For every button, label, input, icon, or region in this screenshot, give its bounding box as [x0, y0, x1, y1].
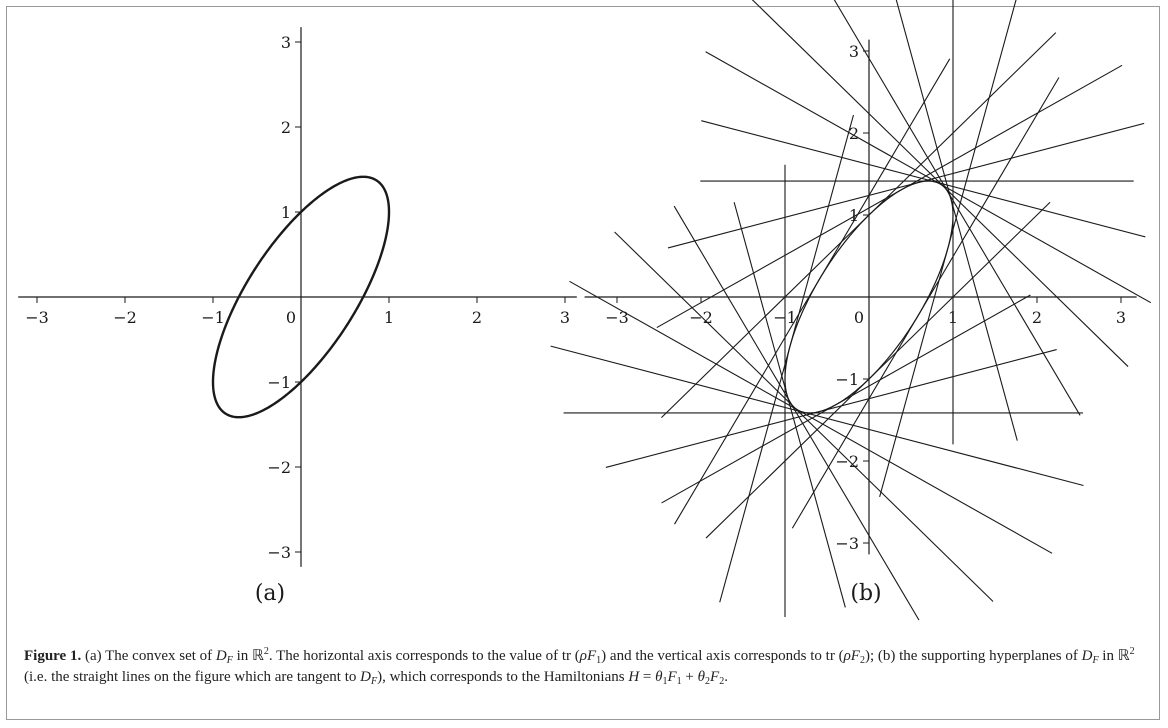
caption-text-1: (a) The convex set of — [81, 648, 216, 664]
supporting-hyperplane — [719, 114, 855, 603]
x-tick-label: 3 — [560, 308, 570, 327]
y-tick-label: 1 — [849, 206, 859, 225]
caption-space-sup: 2 — [263, 646, 269, 657]
supporting-hyperplane — [661, 294, 1031, 504]
x-tick-label: 2 — [1032, 308, 1042, 327]
caption-label: Figure 1. — [24, 648, 82, 664]
caption-f: F — [587, 648, 597, 664]
y-tick-label: 3 — [849, 42, 859, 61]
caption-space-sup-2: 2 — [1129, 646, 1135, 657]
caption-set-sub-3: F — [371, 676, 378, 687]
y-tick-label: 1 — [281, 203, 291, 222]
caption-rho: ρ — [579, 648, 587, 664]
caption-theta-2: θ — [697, 669, 706, 685]
supporting-hyperplane — [667, 122, 1145, 249]
supporting-hyperplane — [701, 120, 1146, 238]
supporting-hyperplane — [661, 32, 1057, 419]
caption-f1-sub: 1 — [596, 655, 602, 666]
y-tick-label: −2 — [267, 458, 291, 477]
caption-text-3: . The horizontal axis corresponds to the… — [268, 648, 580, 664]
y-tick-label: −3 — [267, 543, 291, 562]
caption-space: ℝ — [252, 648, 264, 664]
x-tick-label: 3 — [1116, 308, 1126, 327]
caption-f1-sub-2: 1 — [676, 676, 682, 687]
caption-text-4: ) and the vertical axis corresponds to t… — [601, 648, 844, 664]
x-tick-label: −3 — [25, 308, 49, 327]
x-tick-label: 2 — [472, 308, 482, 327]
supporting-hyperplane — [895, 0, 1018, 441]
y-tick-label: −2 — [835, 452, 859, 471]
y-tick-label: −3 — [835, 534, 859, 553]
x-tick-label: 1 — [384, 308, 394, 327]
panel-a-label: (a) — [255, 581, 285, 606]
supporting-hyperplane — [791, 77, 1060, 529]
caption-text-6: (i.e. the straight lines on the figure w… — [24, 669, 361, 685]
caption-f2-sub: 2 — [859, 655, 865, 666]
supporting-hyperplane — [605, 349, 1057, 468]
caption-h: H — [628, 669, 640, 685]
caption-f-3: F — [667, 669, 677, 685]
caption-end: . — [724, 669, 728, 685]
y-tick-label: 2 — [849, 124, 859, 143]
caption-text-5: ); (b) the supporting hyperplanes of — [864, 648, 1082, 664]
supporting-hyperplane — [656, 64, 1123, 329]
y-tick-label: 2 — [281, 118, 291, 137]
caption-set-sub-2: F — [1092, 655, 1099, 666]
x-tick-label: 0 — [286, 308, 296, 327]
y-tick-label: 3 — [281, 33, 291, 52]
supporting-hyperplane — [674, 58, 951, 525]
caption-theta2-sub: 2 — [705, 676, 711, 687]
caption-set-sub: F — [226, 655, 233, 666]
caption-f-2: F — [850, 648, 860, 664]
supporting-hyperplane — [879, 0, 1017, 498]
caption-text-2: in — [232, 648, 253, 664]
convex-set-boundary — [211, 175, 391, 419]
caption-f-4: F — [710, 669, 720, 685]
caption-set-symbol-2: D — [1081, 648, 1093, 664]
y-tick-label: −1 — [267, 373, 291, 392]
caption-plus: + — [681, 669, 698, 685]
x-tick-label: −1 — [201, 308, 225, 327]
caption-rho-2: ρ — [843, 648, 851, 664]
caption-space-2: ℝ — [1117, 648, 1130, 664]
supporting-hyperplane — [614, 231, 994, 602]
x-tick-label: −2 — [113, 308, 137, 327]
caption-theta-1: θ — [655, 669, 663, 685]
caption-set-symbol: D — [215, 648, 227, 664]
figure-caption: Figure 1. (a) The convex set of DF in ℝ2… — [24, 646, 1144, 688]
caption-f2-sub-2: 2 — [719, 676, 725, 687]
supporting-hyperplane — [751, 0, 1129, 367]
supporting-hyperplane — [705, 201, 1051, 539]
caption-text-2b: in — [1098, 648, 1118, 664]
caption-eq: = — [639, 669, 656, 685]
panel-b-label: (b) — [850, 581, 881, 606]
supporting-hyperplane — [833, 0, 1081, 416]
x-tick-label: 0 — [854, 308, 864, 327]
y-tick-label: −1 — [835, 370, 859, 389]
caption-theta1-sub: 1 — [662, 676, 668, 687]
supporting-hyperplane — [569, 280, 1053, 554]
supporting-hyperplane — [705, 51, 1152, 304]
panel-a: −3 −2 −1 0 1 2 3 −3 −2 −1 1 2 3 — [18, 27, 577, 567]
x-tick-label: −3 — [605, 308, 629, 327]
caption-text-7: ), which corresponds to the Hamiltonians — [377, 669, 629, 685]
figure-frame — [6, 6, 1160, 720]
caption-set-symbol-3: D — [360, 669, 371, 685]
